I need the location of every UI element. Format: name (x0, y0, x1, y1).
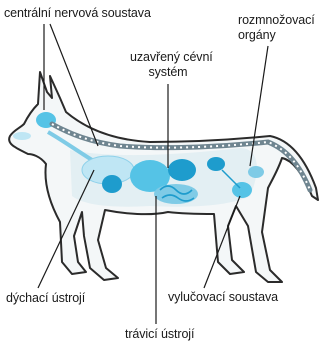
label-respiratory-system: dýchací ústrojí (6, 291, 85, 306)
label-circulatory-system: uzavřený cévní systém (130, 50, 206, 80)
label-reproductive-line1: rozmnožovací (238, 13, 315, 28)
label-digestive-text: trávicí ústrojí (125, 327, 194, 342)
label-excretory-text: vylučovací soustava (168, 290, 278, 305)
kidney (207, 157, 225, 171)
nasal-cavity (13, 132, 31, 140)
label-nervous-system: centrální nervová soustava (4, 6, 151, 21)
label-circulatory-line1: uzavřený cévní (130, 50, 206, 65)
bladder (232, 182, 252, 198)
heart (102, 175, 122, 193)
intestines (154, 184, 198, 204)
label-reproductive-organs: rozmnožovací orgány (238, 13, 315, 43)
label-digestive-system: trávicí ústrojí (125, 327, 194, 342)
stomach (168, 159, 196, 181)
label-circulatory-line2: systém (130, 65, 206, 80)
label-respiratory-text: dýchací ústrojí (6, 291, 85, 306)
label-excretory-system: vylučovací soustava (168, 290, 278, 305)
label-nervous-text: centrální nervová soustava (4, 6, 151, 21)
reproductive-organ (248, 166, 264, 178)
label-reproductive-line2: orgány (238, 28, 315, 43)
